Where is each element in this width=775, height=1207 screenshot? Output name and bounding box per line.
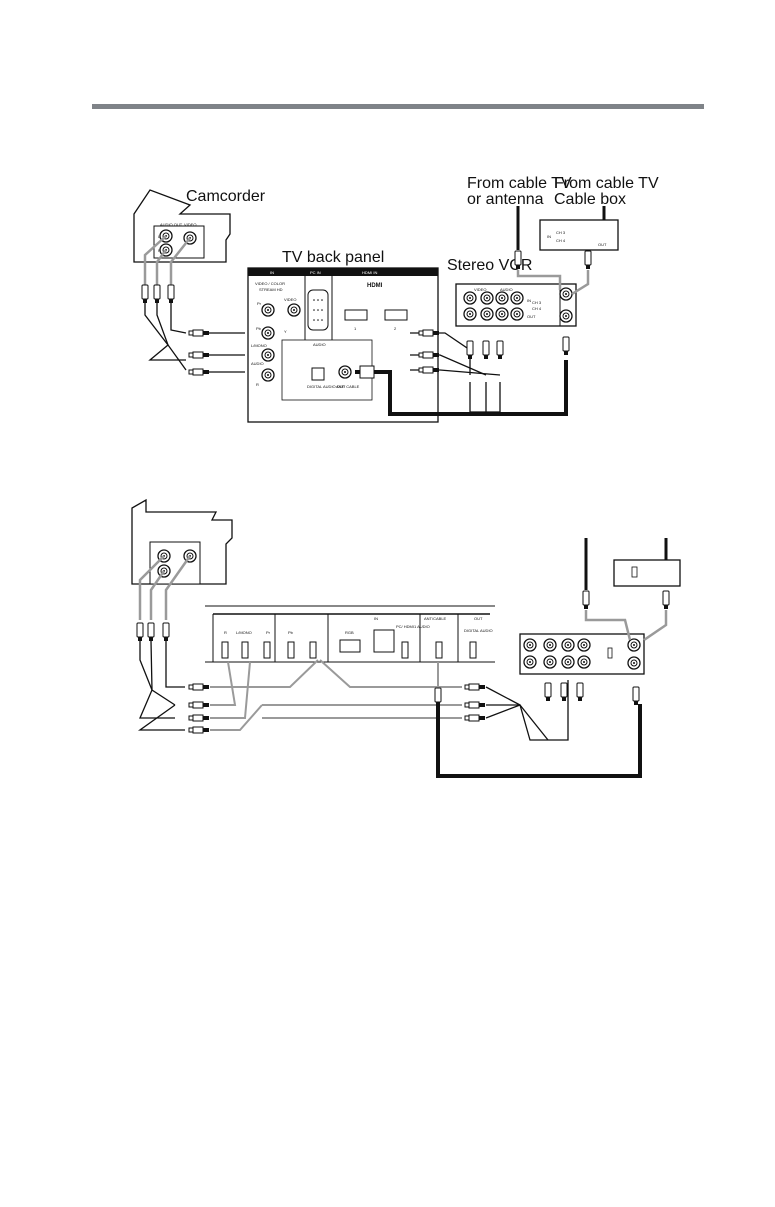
tv-r-label-bottom: R <box>224 630 227 635</box>
tv-pr-label: Pr <box>257 301 262 306</box>
tv-hdmi-in-label: HDMI IN <box>362 270 377 275</box>
vcr-audio-label: AUDIO <box>500 287 513 292</box>
tv-stream-hd-label: STREAM HD <box>259 287 283 292</box>
cable-box-bottom <box>613 559 681 587</box>
cam-r-label: R <box>158 248 161 253</box>
tv-pc-in-label: PC IN <box>310 270 321 275</box>
tv-lmono-label-bottom: L/MONO <box>236 630 252 635</box>
tv-back-panel-top: TV back panel IN PC IN HDMI IN VIDEO / C… <box>247 249 439 423</box>
vcr-rf-in-jack <box>559 287 573 301</box>
tv-in-label: IN <box>270 270 274 275</box>
tv-audio-label: AUDIO <box>251 361 264 366</box>
tv-pb-jack <box>261 326 275 340</box>
vcr-rf-out-jack <box>559 309 573 323</box>
cam-audio-out-label: AUDIO OUT <box>160 222 183 227</box>
tv-r-jack <box>261 368 275 382</box>
tv-digital-audio-label-bottom: DIGITAL AUDIO <box>464 628 493 633</box>
vcr-ch4-label: CH 4 <box>532 306 542 311</box>
tv-y-label: Y <box>284 329 287 334</box>
vcr-out-x-jack <box>510 307 524 321</box>
vcr-out-video-jack <box>463 307 477 321</box>
camcorder-label: Camcorder <box>186 188 266 205</box>
tv-back-panel-label: TV back panel <box>282 249 384 266</box>
tv-pc-hdmi-audio-label-bottom: PC/ HDMI1 AUDIO <box>396 624 430 629</box>
box-ch4-label: CH 4 <box>556 238 566 243</box>
tv-r-label: R <box>256 382 259 387</box>
cam-l-label: L <box>158 234 161 239</box>
tv-video-label: VIDEO <box>284 297 296 302</box>
cable-antenna-label-2: or antenna <box>467 191 544 208</box>
vcr-out-label: OUT <box>527 314 536 319</box>
tv-digital-audio-label: DIGITAL AUDIO OUT <box>307 384 346 389</box>
vcr-in-l-jack <box>480 291 494 305</box>
tv-audio-small-label: AUDIO <box>313 342 326 347</box>
stereo-vcr-top: Stereo VCR VIDEO AUDIO IN OUT CH 3 CH 4 <box>447 257 577 327</box>
tv-ant-cable-label-bottom: ANT/CABLE <box>424 616 447 621</box>
cable-box-label-1: From cable TV <box>554 175 659 192</box>
vcr-in-x-jack <box>510 291 524 305</box>
cable-box-top: From cable TV Cable box IN CH 3 CH 4 OUT <box>539 175 659 296</box>
camcorder-cables <box>143 235 191 285</box>
top-diagram: AUDIO OUT VIDEO L R Camcorder TV back p <box>133 175 659 423</box>
cable-box-label-2: Cable box <box>554 191 626 208</box>
vcr-out-l-jack <box>480 307 494 321</box>
tv-lmono-label: L/MONO <box>251 343 267 348</box>
tv-pr-jack <box>261 303 275 317</box>
tv-in-label-bottom: IN <box>374 616 378 621</box>
tv-hdmi-2-label: 2 <box>394 326 397 331</box>
tv-pr-label-bottom: Pr <box>266 630 271 635</box>
vcr-video-label: VIDEO <box>474 287 486 292</box>
tv-hdmi-1-label: 1 <box>354 326 357 331</box>
bottom-diagram: IN ANT/CABLE OUT R L/MONO Pr Pb RGB PC/ … <box>131 498 681 778</box>
vcr-out-r-jack <box>495 307 509 321</box>
vcr-in-label: IN <box>527 298 531 303</box>
box-out-label: OUT <box>598 242 607 247</box>
cam-video-label: VIDEO <box>184 222 196 227</box>
vcr-in-r-jack <box>495 291 509 305</box>
tv-video-color-label: VIDEO / COLOR <box>255 281 285 286</box>
tv-pb-label-bottom: Pb <box>288 630 294 635</box>
cable-antenna-label-1: From cable TV <box>467 175 572 192</box>
box-in-label: IN <box>547 234 551 239</box>
tv-l-jack <box>261 348 275 362</box>
tv-hdmi-logo: HDMI <box>367 283 383 289</box>
tv-ant-cable-label: ANT/ CABLE <box>336 384 360 389</box>
tv-ant-cable-jack <box>338 365 352 379</box>
box-ch3-label: CH 3 <box>556 230 566 235</box>
tv-out-label-bottom: OUT <box>474 616 483 621</box>
header-rule <box>92 104 704 109</box>
camcorder: AUDIO OUT VIDEO L R Camcorder <box>133 188 266 263</box>
tv-rgb-label-bottom: RGB <box>345 630 354 635</box>
tv-video-jack <box>287 303 301 317</box>
tv-pb-label: Pb <box>256 326 262 331</box>
stereo-vcr-label: Stereo VCR <box>447 257 532 274</box>
antenna-source: From cable TV or antenna <box>467 175 572 290</box>
vcr-ch3-label: CH 3 <box>532 300 542 305</box>
vcr-in-video-jack <box>463 291 477 305</box>
